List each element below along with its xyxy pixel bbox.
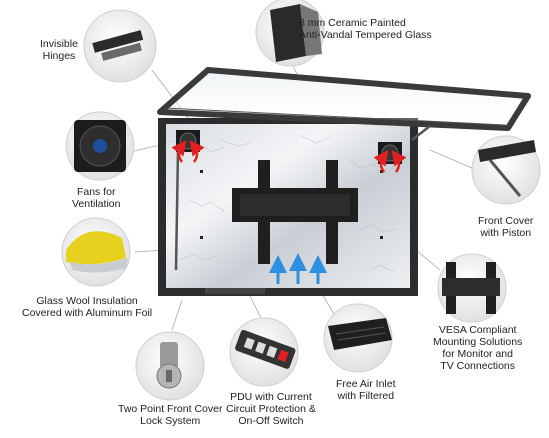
label-inlet-line-1: Free Air Inlet [336, 378, 396, 390]
label-inlet: Free Air Inlet with Filtered [336, 378, 396, 402]
label-fans-line-2: Ventilation [72, 198, 121, 210]
label-hinges: Invisible Hinges [40, 38, 78, 62]
bubble-lock [135, 331, 205, 401]
piston-left [174, 149, 180, 271]
bubble-vesa [437, 253, 507, 323]
label-lock-line-2: Lock System [140, 415, 201, 427]
callout-line-piston [429, 149, 473, 169]
label-pdu-line-1: PDU with Current [230, 391, 312, 403]
label-piston-line-1: Front Cover [478, 215, 534, 227]
label-hinges-line-1: Invisible [40, 38, 78, 50]
air-inlet-arrows [269, 253, 327, 284]
bubble-fans [65, 111, 135, 181]
label-vesa: VESA Compliant Mounting Solutions for Mo… [433, 324, 522, 372]
label-lock-line-1: Two Point Front Cover [118, 403, 223, 415]
label-glass: 8 mm Ceramic Painted Anti-Vandal Tempere… [299, 17, 432, 41]
heat-arrows [171, 139, 407, 173]
label-wool-line-2: Covered with Aluminum Foil [22, 307, 153, 319]
label-wool: Glass Wool Insulation Covered with Alumi… [22, 295, 152, 319]
vesa-plate [240, 194, 350, 216]
label-vesa-line-2: Mounting Solutions [433, 336, 523, 348]
callout-line-pdu [249, 295, 263, 321]
bubble-piston [471, 135, 541, 205]
label-inlet-line-2: with Filtered [337, 390, 395, 402]
label-fans: Fans for Ventilation [72, 186, 120, 210]
callout-line-lock [171, 299, 183, 331]
label-vesa-line-3: for Monitor and [442, 348, 513, 360]
label-vesa-line-1: VESA Compliant [438, 324, 517, 336]
bubble-glass [255, 0, 325, 67]
piston-right [411, 125, 431, 141]
label-hinges-line-2: Hinges [42, 50, 76, 62]
label-vesa-line-4: TV Connections [440, 360, 516, 372]
pdu-bar [205, 288, 265, 294]
label-pdu: PDU with Current Circuit Protection & On… [226, 391, 316, 427]
front-glass-cover [157, 67, 531, 131]
label-fans-line-1: Fans for [76, 186, 116, 198]
label-pdu-line-2: Circuit Protection & [226, 403, 316, 415]
label-glass-line-1: 8 mm Ceramic Painted [299, 17, 406, 29]
bubble-inlet [323, 303, 393, 373]
label-lock: Two Point Front Cover Lock System [118, 403, 222, 427]
label-glass-line-2: Anti-Vandal Tempered Glass [299, 29, 432, 41]
label-wool-line-1: Glass Wool Insulation [36, 295, 138, 307]
bubble-wool [61, 217, 131, 287]
label-pdu-line-3: On-Off Switch [238, 415, 304, 427]
label-piston-line-2: with Piston [480, 227, 532, 239]
bubble-hinges [83, 9, 157, 83]
bubble-pdu [229, 317, 299, 387]
label-piston: Front Cover with Piston [478, 215, 533, 239]
